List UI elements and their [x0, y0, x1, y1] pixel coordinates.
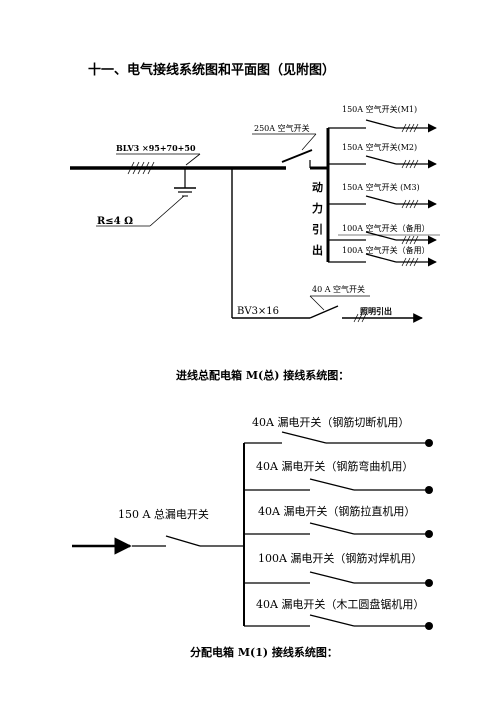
- branch-1-label: 150A 空气开关(M1): [342, 104, 417, 114]
- main-distribution-diagram: BLV3 ×95+70+50 R≤4 Ω 250A 空气开关: [70, 104, 440, 382]
- branch-5: 100A 空气开关（备用）: [328, 245, 437, 267]
- power-outlet-char-3: 引: [312, 222, 323, 236]
- branch-2-label: 150A 空气开关(M2): [342, 142, 417, 152]
- main-leakage-breaker-label: 150 A 总漏电开关: [118, 507, 209, 521]
- sub-branch-1-label: 40A 漏电开关（钢筋切断机用）: [252, 415, 409, 429]
- core-hatch-marks: [127, 161, 155, 175]
- section-title: 十一、电气接线系统图和平面图（见附图）: [88, 62, 335, 78]
- power-outlet-char-1: 动: [312, 180, 323, 194]
- sub-branch-2-label: 40A 漏电开关（钢筋弯曲机用）: [256, 459, 413, 473]
- sub-branch-4-label: 100A 漏电开关（钢筋对焊机用）: [258, 551, 422, 565]
- sub-branch-5-label: 40A 漏电开关（木工圆盘锯机用）: [256, 597, 424, 611]
- sub-branch-4: 100A 漏电开关（钢筋对焊机用）: [244, 551, 433, 587]
- diagram1-caption: 进线总配电箱 M(总) 接线系统图：: [176, 368, 349, 382]
- branch-4: 100A 空气开关（备用）: [328, 223, 440, 245]
- main-breaker-label: 250A 空气开关: [254, 123, 310, 133]
- lighting-outlet-label: 照明引出: [360, 306, 392, 316]
- sub-branch-3: 40A 漏电开关（钢筋拉直机用）: [244, 504, 433, 538]
- branch-2: 150A 空气开关(M2): [328, 142, 437, 169]
- branch-4-label: 100A 空气开关（备用）: [342, 223, 430, 233]
- lighting-breaker-label: 40 A 空气开关: [312, 284, 365, 294]
- incoming-cable-label: BLV3 ×95+70+50: [116, 143, 196, 153]
- diagram2-caption: 分配电箱 M(1) 接线系统图：: [190, 645, 338, 659]
- branch-1: 150A 空气开关(M1): [328, 104, 437, 133]
- sub-branch-5: 40A 漏电开关（木工圆盘锯机用）: [244, 597, 433, 630]
- main-breaker-switch: [281, 149, 313, 163]
- branch-5-label: 100A 空气开关（备用）: [342, 245, 430, 255]
- branch-3-label: 150A 空气开关 (M3): [342, 182, 420, 192]
- sub-distribution-diagram: 150 A 总漏电开关 40A 漏电开关（钢筋切断机用） 40A 漏电开关（钢筋…: [72, 415, 433, 659]
- grounding-resistance-label: R≤4 Ω: [97, 216, 133, 227]
- sub-branch-3-label: 40A 漏电开关（钢筋拉直机用）: [258, 504, 415, 518]
- power-outlet-char-2: 力: [312, 201, 323, 215]
- lighting-branch: BV3×16 40 A 空气开关 照明引出: [231, 168, 423, 323]
- lighting-cable-label: BV3×16: [237, 306, 279, 317]
- power-outlet-char-4: 出: [312, 243, 323, 257]
- branch-3: 150A 空气开关 (M3): [328, 182, 437, 209]
- ground-symbol: [96, 168, 196, 227]
- main-leakage-switch: [165, 535, 201, 547]
- sub-branch-2: 40A 漏电开关（钢筋弯曲机用）: [244, 459, 433, 494]
- sub-branch-1: 40A 漏电开关（钢筋切断机用）: [244, 415, 433, 447]
